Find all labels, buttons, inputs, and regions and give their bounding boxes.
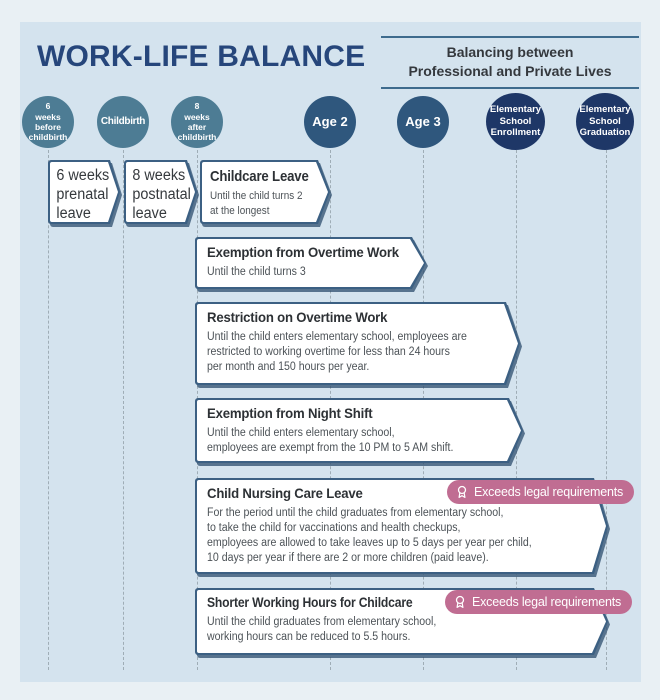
- badge-label: Exceeds legal requirements: [472, 595, 622, 609]
- policy-banner-night-shift-exemption: Exemption from Night Shift Until the chi…: [195, 398, 523, 463]
- banner-text: 6 weeks prenatal leave: [56, 167, 110, 222]
- banner-desc: Until the child enters elementary school…: [207, 330, 467, 373]
- banner-desc: Until the child turns 2 at the longest: [210, 190, 303, 217]
- policy-banner-postnatal-leave: 8 weeks postnatal leave: [124, 160, 197, 224]
- award-ribbon-icon: [457, 485, 467, 498]
- banner-arrow-fill: [197, 400, 521, 461]
- banner-title: Childcare Leave: [210, 168, 309, 185]
- banner-desc: Until the child enters elementary school…: [207, 426, 454, 454]
- banner-title: Exemption from Night Shift: [207, 405, 373, 421]
- milestone-8-weeks-after-childbirth: 8 weeks after childbirth: [171, 96, 223, 148]
- banner-title: Restriction on Overtime Work: [207, 309, 388, 325]
- tagline: Balancing between Professional and Priva…: [381, 36, 639, 89]
- milestone-elementary-school-graduation: Elementary School Graduation: [576, 93, 634, 150]
- exceeds-legal-requirements-badge: Exceeds legal requirements: [447, 480, 635, 504]
- award-ribbon-icon: [455, 595, 465, 608]
- banner-arrow-fill: [50, 162, 118, 222]
- badge-label: Exceeds legal requirements: [474, 485, 624, 499]
- policy-banner-overtime-restriction: Restriction on Overtime Work Until the c…: [195, 302, 520, 385]
- banner-desc: For the period until the child graduates…: [207, 506, 532, 565]
- banner-arrow-fill: [197, 239, 424, 287]
- page-title: WORK-LIFE BALANCE: [37, 40, 366, 73]
- policy-banner-prenatal-leave: 6 weeks prenatal leave: [48, 160, 120, 224]
- banner-title: Child Nursing Care Leave: [207, 485, 363, 501]
- policy-banner-childcare-leave: Childcare Leave Until the child turns 2 …: [200, 160, 330, 224]
- banner-title: Shorter Working Hours for Childcare: [207, 595, 413, 610]
- banner-text: 8 weeks postnatal leave: [132, 167, 191, 222]
- banner-arrow-fill: [126, 162, 195, 222]
- timeline-line-childbirth: [123, 150, 124, 670]
- timeline-line-enrollment: [516, 150, 517, 670]
- milestone-age-2: Age 2: [304, 96, 356, 148]
- banner-desc: Until the child turns 3: [207, 265, 306, 278]
- milestone-6-weeks-before-childbirth: 6 weeks before childbirth: [22, 96, 74, 148]
- milestone-age-3: Age 3: [397, 96, 449, 148]
- banner-arrow-fill: [197, 304, 518, 383]
- banner-desc: Until the child graduates from elementar…: [207, 615, 437, 644]
- milestone-elementary-school-enrollment: Elementary School Enrollment: [486, 93, 545, 150]
- banner-title: Exemption from Overtime Work: [207, 244, 399, 260]
- timeline-line-6w-before: [48, 150, 49, 670]
- exceeds-legal-requirements-badge: Exceeds legal requirements: [445, 590, 633, 614]
- banner-arrow-fill: [202, 162, 328, 222]
- policy-banner-overtime-exemption: Exemption from Overtime Work Until the c…: [195, 237, 426, 289]
- milestone-childbirth: Childbirth: [97, 96, 149, 148]
- timeline-line-graduation: [606, 150, 607, 670]
